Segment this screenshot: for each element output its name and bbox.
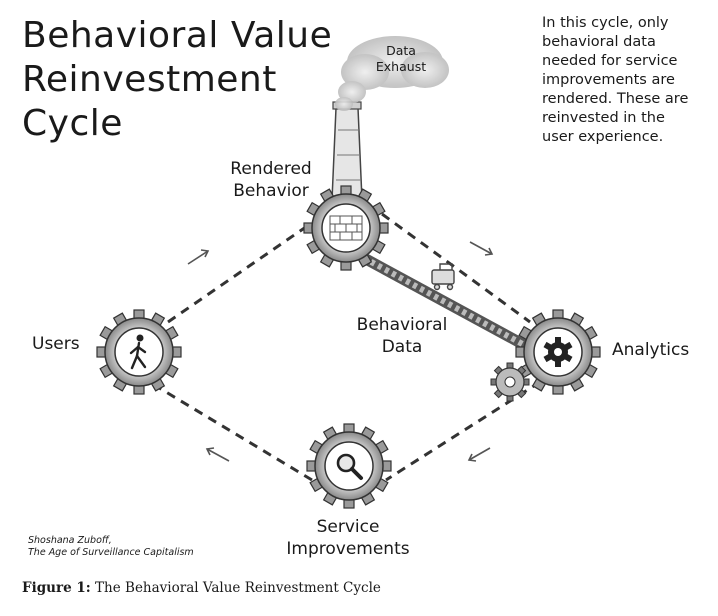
note-line: reinvested in the: [542, 110, 665, 126]
explanatory-note: In this cycle, only behavioral data need…: [542, 14, 712, 147]
rendered-behavior-line-1: Rendered: [230, 159, 312, 179]
note-line: needed for service: [542, 53, 678, 69]
note-line: user experience.: [542, 129, 664, 145]
figure-caption: Figure 1: The Behavioral Value Reinvestm…: [22, 580, 381, 596]
title-line-2: Reinvestment: [22, 59, 277, 100]
users-label-text: Users: [32, 334, 80, 354]
analytics-label-text: Analytics: [612, 340, 690, 360]
caption-label: Figure 1:: [22, 580, 91, 596]
brick-wall-icon: [329, 215, 363, 241]
citation-book: The Age of Surveillance Capitalism: [28, 547, 194, 558]
conveyor-belt-icon: [361, 253, 531, 352]
citation: Shoshana Zuboff, The Age of Surveillance…: [28, 535, 194, 559]
behavioral-data-label: Behavioral Data: [352, 314, 452, 358]
arrow-down-right: [469, 241, 494, 256]
citation-author: Shoshana Zuboff,: [28, 535, 112, 546]
edge-analytics-to-service: [385, 380, 541, 482]
users-label: Users: [32, 333, 80, 355]
service-improvements-line-2: Improvements: [286, 539, 410, 559]
service-improvements-label: Service Improvements: [278, 516, 418, 560]
note-line: improvements are: [542, 72, 675, 88]
gear-small-analytics: [490, 362, 530, 402]
data-exhaust-label: Data Exhaust: [366, 43, 436, 75]
direction-arrows: [187, 241, 494, 462]
note-line: behavioral data: [542, 34, 656, 50]
caption-text: The Behavioral Value Reinvestment Cycle: [95, 580, 381, 596]
diagram-title: Behavioral Value Reinvestment Cycle: [22, 14, 332, 146]
data-exhaust-line-1: Data: [386, 43, 416, 58]
behavioral-data-line-1: Behavioral: [356, 315, 448, 335]
title-line-1: Behavioral Value: [22, 15, 333, 56]
walking-person-icon: [129, 334, 147, 370]
magnifying-glass-icon: [336, 453, 363, 480]
arrow-up-left: [205, 447, 230, 462]
cog-icon: [543, 337, 573, 367]
arrow-down-left: [467, 447, 491, 462]
edge-users-to-rendered: [167, 218, 317, 324]
data-exhaust-line-2: Exhaust: [375, 59, 427, 74]
gear-analytics: [515, 309, 601, 395]
arrow-up-right: [187, 249, 210, 265]
rendered-behavior-label: Rendered Behavior: [226, 158, 316, 202]
title-line-3: Cycle: [22, 103, 123, 144]
note-line: rendered. These are: [542, 91, 689, 107]
smokestack-icon: [331, 101, 363, 201]
note-line: In this cycle, only: [542, 15, 669, 31]
smoke-cloud-icon: [335, 36, 449, 111]
edge-service-to-users: [155, 384, 313, 482]
behavioral-data-line-2: Data: [381, 337, 423, 357]
gear-users: [96, 309, 182, 395]
gear-service-improvements: [306, 423, 392, 509]
gear-rendered-behavior: [303, 185, 389, 271]
data-cart-icon: [431, 263, 455, 291]
rendered-behavior-line-2: Behavior: [233, 181, 309, 201]
edge-rendered-to-analytics: [381, 212, 531, 324]
service-improvements-line-1: Service: [316, 517, 380, 537]
cycle-edges: [155, 212, 541, 482]
analytics-label: Analytics: [612, 339, 689, 361]
